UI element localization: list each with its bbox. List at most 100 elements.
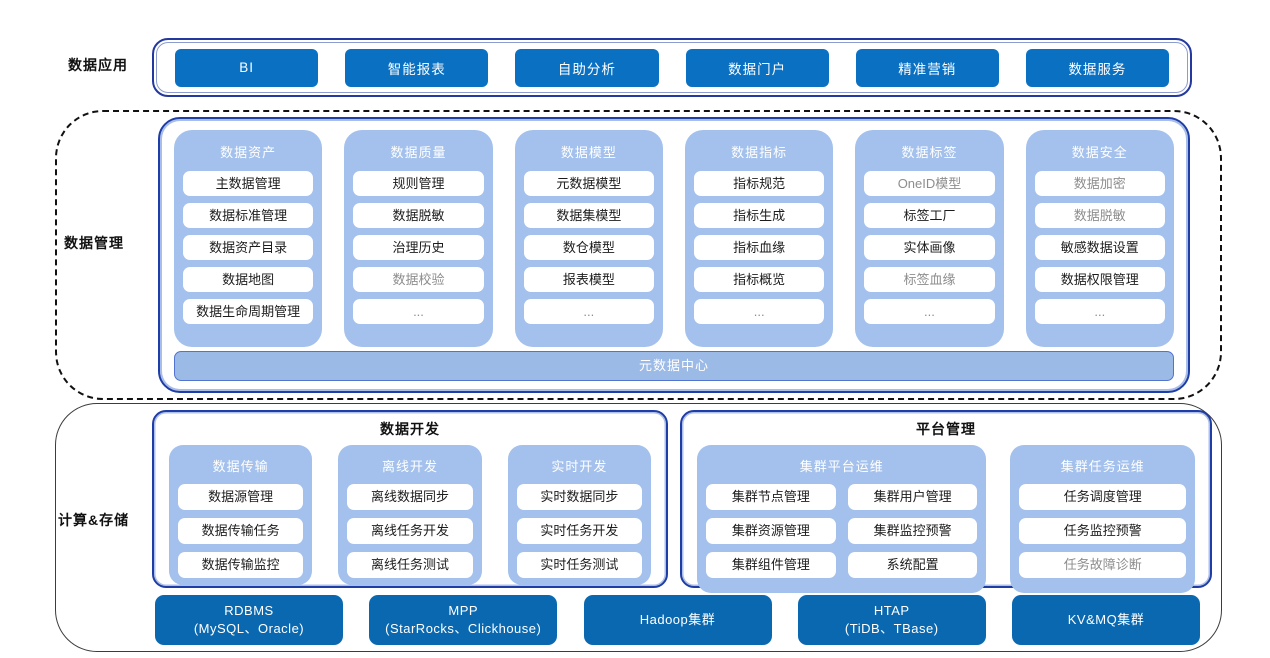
management-columns: 数据资产主数据管理数据标准管理数据资产目录数据地图数据生命周期管理 数据质量规则管… bbox=[174, 130, 1174, 347]
mgmt-item[interactable]: ... bbox=[864, 299, 995, 324]
dev-column-title: 实时开发 bbox=[551, 459, 608, 474]
platform-column-title: 集群平台运维 bbox=[799, 459, 884, 474]
mgmt-column-title: 数据指标 bbox=[731, 145, 788, 160]
management-container: 数据资产主数据管理数据标准管理数据资产目录数据地图数据生命周期管理 数据质量规则管… bbox=[158, 117, 1190, 393]
compute-storage-border bbox=[55, 403, 1222, 652]
mgmt-item[interactable]: 指标生成 bbox=[693, 203, 825, 228]
platform-item[interactable]: 任务调度管理 bbox=[1019, 484, 1186, 510]
management-dashed-border bbox=[55, 110, 1222, 400]
app-button-5[interactable]: 数据服务 bbox=[1025, 48, 1170, 87]
dev-item[interactable]: 实时任务开发 bbox=[516, 518, 642, 544]
data-development-box: 数据开发 数据传输数据源管理数据传输任务数据传输监控离线开发离线数据同步离线任务… bbox=[152, 410, 668, 588]
mgmt-item[interactable]: 标签血缘 bbox=[864, 267, 995, 292]
dev-item[interactable]: 离线数据同步 bbox=[347, 484, 473, 510]
storage-box-line1: MPP bbox=[448, 603, 479, 619]
mgmt-column-title: 数据安全 bbox=[1071, 145, 1128, 160]
dev-item[interactable]: 实时任务测试 bbox=[516, 552, 642, 578]
mgmt-column-5: 数据安全数据加密数据脱敏敏感数据设置数据权限管理... bbox=[1025, 130, 1174, 347]
storage-box-0[interactable]: RDBMS(MySQL、Oracle) bbox=[155, 595, 343, 645]
mgmt-column-title: 数据标签 bbox=[901, 145, 958, 160]
dev-item[interactable]: 数据源管理 bbox=[178, 484, 304, 510]
mgmt-item[interactable]: ... bbox=[523, 299, 654, 324]
mgmt-item[interactable]: 数据加密 bbox=[1034, 171, 1165, 196]
platform-item[interactable]: 集群用户管理 bbox=[847, 484, 978, 510]
section-label-management: 数据管理 bbox=[64, 235, 124, 251]
mgmt-column-title: 数据资产 bbox=[220, 145, 277, 160]
mgmt-item[interactable]: OneID模型 bbox=[864, 171, 995, 196]
mgmt-item[interactable]: 敏感数据设置 bbox=[1034, 235, 1165, 260]
app-button-3[interactable]: 数据门户 bbox=[685, 48, 829, 87]
mgmt-item[interactable]: 数据生命周期管理 bbox=[183, 299, 314, 324]
mgmt-item[interactable]: 数据脱敏 bbox=[353, 203, 484, 228]
platform-item[interactable]: 集群资源管理 bbox=[706, 518, 836, 544]
data-development-title: 数据开发 bbox=[380, 421, 440, 437]
data-development-columns: 数据传输数据源管理数据传输任务数据传输监控离线开发离线数据同步离线任务开发离线任… bbox=[154, 445, 666, 585]
storage-box-1[interactable]: MPP (StarRocks、Clickhouse) bbox=[369, 595, 558, 645]
dev-column-2: 实时开发实时数据同步实时任务开发实时任务测试 bbox=[507, 445, 651, 585]
section-label-applications: 数据应用 bbox=[68, 57, 128, 73]
mgmt-item[interactable]: 数据地图 bbox=[183, 267, 314, 292]
platform-management-columns: 集群平台运维集群节点管理集群用户管理集群资源管理集群监控预警集群组件管理系统配置… bbox=[682, 445, 1210, 593]
platform-item[interactable]: 任务监控预警 bbox=[1019, 518, 1186, 544]
platform-grid: 集群节点管理集群用户管理集群资源管理集群监控预警集群组件管理系统配置 bbox=[706, 484, 978, 586]
mgmt-item[interactable]: 数据脱敏 bbox=[1034, 203, 1165, 228]
mgmt-column-1: 数据质量规则管理数据脱敏治理历史数据校验... bbox=[344, 130, 493, 347]
mgmt-item[interactable]: 指标规范 bbox=[693, 171, 825, 196]
mgmt-item[interactable]: 标签工厂 bbox=[864, 203, 995, 228]
mgmt-item[interactable]: 实体画像 bbox=[864, 235, 995, 260]
mgmt-item[interactable]: 数据标准管理 bbox=[183, 203, 314, 228]
storage-box-line2: (StarRocks、Clickhouse) bbox=[385, 621, 542, 636]
dev-column-1: 离线开发离线数据同步离线任务开发离线任务测试 bbox=[338, 445, 482, 585]
mgmt-column-title: 数据模型 bbox=[560, 145, 617, 160]
dev-item[interactable]: 数据传输监控 bbox=[178, 552, 304, 578]
mgmt-item[interactable]: 数仓模型 bbox=[523, 235, 654, 260]
mgmt-item[interactable]: 数据校验 bbox=[353, 267, 484, 292]
dev-item[interactable]: 离线任务开发 bbox=[347, 518, 473, 544]
storage-box-4[interactable]: KV&MQ集群 bbox=[1012, 595, 1200, 645]
platform-item[interactable]: 系统配置 bbox=[847, 552, 978, 578]
mgmt-item[interactable]: 数据集模型 bbox=[523, 203, 654, 228]
app-button-1[interactable]: 智能报表 bbox=[345, 48, 489, 87]
storage-box-line1: KV&MQ集群 bbox=[1067, 612, 1145, 628]
platform-item[interactable]: 集群组件管理 bbox=[706, 552, 836, 578]
app-button-4[interactable]: 精准营销 bbox=[855, 48, 999, 87]
platform-column-title: 集群任务运维 bbox=[1060, 459, 1145, 474]
platform-item[interactable]: 集群节点管理 bbox=[706, 484, 836, 510]
mgmt-item[interactable]: 元数据模型 bbox=[523, 171, 654, 196]
storage-box-2[interactable]: Hadoop集群 bbox=[583, 595, 772, 645]
mgmt-item[interactable]: 规则管理 bbox=[353, 171, 484, 196]
metadata-center-bar: 元数据中心 bbox=[174, 351, 1174, 381]
platform-column-1: 集群任务运维任务调度管理任务监控预警任务故障诊断 bbox=[1010, 445, 1195, 593]
platform-column-0: 集群平台运维集群节点管理集群用户管理集群资源管理集群监控预警集群组件管理系统配置 bbox=[697, 445, 987, 593]
mgmt-column-title: 数据质量 bbox=[390, 145, 447, 160]
platform-item[interactable]: 集群监控预警 bbox=[847, 518, 978, 544]
mgmt-item[interactable]: 指标概览 bbox=[693, 267, 825, 292]
mgmt-item[interactable]: 报表模型 bbox=[523, 267, 654, 292]
mgmt-column-3: 数据指标指标规范指标生成指标血缘指标概览... bbox=[684, 130, 834, 347]
storage-box-line1: Hadoop集群 bbox=[639, 612, 716, 628]
dev-column-title: 离线开发 bbox=[381, 459, 438, 474]
mgmt-item[interactable]: 数据权限管理 bbox=[1034, 267, 1165, 292]
storage-box-3[interactable]: HTAP (TiDB、TBase) bbox=[797, 595, 986, 645]
mgmt-item[interactable]: ... bbox=[353, 299, 484, 324]
mgmt-item[interactable]: ... bbox=[693, 299, 825, 324]
applications-container: BI 智能报表自助分析数据门户精准营销数据服务 bbox=[152, 38, 1192, 97]
storage-box-line2: (MySQL、Oracle) bbox=[193, 621, 305, 636]
storage-box-line1: HTAP bbox=[873, 603, 910, 619]
mgmt-item[interactable]: 主数据管理 bbox=[183, 171, 314, 196]
platform-item[interactable]: 任务故障诊断 bbox=[1019, 552, 1186, 578]
dev-item[interactable]: 实时数据同步 bbox=[516, 484, 642, 510]
dev-item[interactable]: 数据传输任务 bbox=[178, 518, 304, 544]
mgmt-item[interactable]: 治理历史 bbox=[353, 235, 484, 260]
dev-item[interactable]: 离线任务测试 bbox=[347, 552, 473, 578]
dev-column-0: 数据传输数据源管理数据传输任务数据传输监控 bbox=[169, 445, 313, 585]
app-button-2[interactable]: 自助分析 bbox=[515, 48, 659, 87]
storage-box-line2: (TiDB、TBase) bbox=[844, 621, 939, 636]
mgmt-item[interactable]: ... bbox=[1034, 299, 1165, 324]
mgmt-column-2: 数据模型元数据模型数据集模型数仓模型报表模型... bbox=[514, 130, 663, 347]
app-button-0[interactable]: BI bbox=[175, 48, 319, 87]
mgmt-item[interactable]: 指标血缘 bbox=[693, 235, 825, 260]
dev-column-title: 数据传输 bbox=[212, 459, 269, 474]
section-label-compute: 计算&存储 bbox=[58, 512, 130, 528]
mgmt-item[interactable]: 数据资产目录 bbox=[183, 235, 314, 260]
